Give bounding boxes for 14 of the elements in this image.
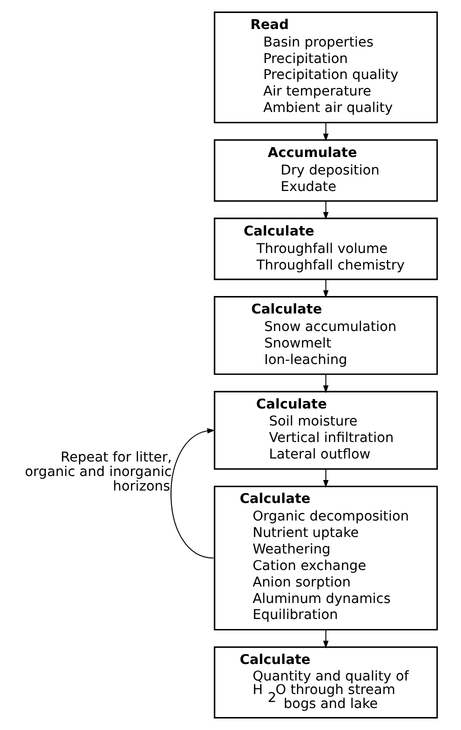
arrow [322,374,328,394]
node-box: Calculate Snow accumulation Snowmelt Ion-leaching [213,296,438,375]
edge-label: Repeat for litter, organic and inorganic horizons [24,449,172,494]
arrow [322,468,328,488]
arrow [170,428,215,559]
node-box: Read Basin properties Precipitation Precipitation quality Air temperature Ambient air quality [213,12,438,124]
node-box: Calculate Soil moisture Vertical infiltration Lateral outflow [213,390,438,470]
arrow [322,200,328,220]
node-box: Calculate Throughfall volume Throughfall chemistry [213,218,438,280]
arrow [322,122,328,142]
node-box: Accumulate Dry deposition Exudate [213,139,438,202]
arrow [322,278,328,298]
arrow [322,629,328,649]
node-box: Calculate Organic decomposition Nutrient uptake Weathering Cation exchange Anion sorption Aluminum dynamics Equilibration [213,486,438,630]
